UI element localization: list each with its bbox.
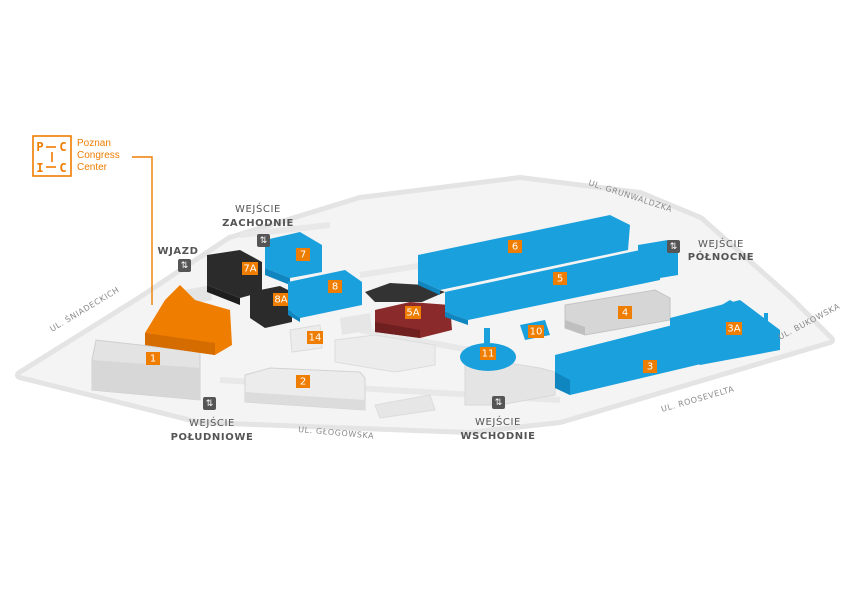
two-way-arrows-icon: ⇅ xyxy=(667,240,680,253)
hall-8-label: 8 xyxy=(332,282,338,293)
hall-7a-marker xyxy=(242,262,258,275)
hall-2-label: 2 xyxy=(300,377,306,388)
hall-3-marker xyxy=(643,360,657,373)
entrance-wschodnie-line1: WEJŚCIE xyxy=(475,415,521,428)
hall-2[interactable]: 2 xyxy=(244,367,366,411)
hall-6[interactable]: 6 xyxy=(418,215,630,295)
svg-text:⇅: ⇅ xyxy=(495,398,503,408)
hall-10-label: 10 xyxy=(530,327,543,338)
hall-5a[interactable]: 5A xyxy=(375,302,452,338)
entrance-wjazd[interactable]: WJAZD ⇅ xyxy=(157,246,198,272)
entrance-zachodnie-line1: WEJŚCIE xyxy=(235,202,281,215)
hall-3a-marker xyxy=(726,322,742,335)
hall-7[interactable]: 7 xyxy=(265,232,322,285)
two-way-arrows-icon: ⇅ xyxy=(492,396,505,409)
entrance-zachodnie[interactable]: WEJŚCIE ZACHODNIE ⇅ xyxy=(222,202,294,247)
hall-10[interactable]: 10 xyxy=(520,320,550,340)
hall-11-label: 11 xyxy=(482,349,495,360)
pcc-building[interactable] xyxy=(145,285,232,355)
hall-5a-label: 5A xyxy=(406,308,419,319)
hall-7a-label: 7A xyxy=(243,264,256,275)
hall-3a[interactable]: 3A xyxy=(670,300,780,365)
entrance-polnocne-line1: WEJŚCIE xyxy=(698,237,744,250)
hall-14-label: 14 xyxy=(309,333,322,344)
logo-mark-2: C xyxy=(59,140,66,154)
hall-11[interactable]: 11 xyxy=(460,328,516,371)
hall-3a-label: 3A xyxy=(727,324,740,335)
entrance-polnocne-line2: PÓŁNOCNE xyxy=(688,250,754,263)
hall-8-marker xyxy=(328,280,342,293)
two-way-arrows-icon: ⇅ xyxy=(257,234,270,247)
entrance-poludniowe-line1: WEJŚCIE xyxy=(189,416,235,429)
hall-1[interactable]: 1 xyxy=(91,339,201,401)
two-way-arrows-icon: ⇅ xyxy=(203,397,216,410)
logo-leader-line xyxy=(132,156,153,305)
hall-5-label: 5 xyxy=(557,274,563,285)
minor-buildings xyxy=(185,285,556,419)
hall-8a-label: 8A xyxy=(274,295,287,306)
entrance-wschodnie-line2: WSCHODNIE xyxy=(460,431,535,442)
logo-line-2: Congress xyxy=(77,150,120,161)
logo-line-1: Poznan xyxy=(77,138,111,149)
svg-text:⇅: ⇅ xyxy=(670,242,678,252)
pcc-logo[interactable]: P C I C Poznan Congress Center xyxy=(32,135,120,177)
hall-5a-marker xyxy=(405,306,421,319)
hall-3-label: 3 xyxy=(647,362,653,373)
entrance-poludniowe[interactable]: ⇅ WEJŚCIE POŁUDNIOWE xyxy=(171,397,254,443)
hall-5[interactable]: 5 xyxy=(445,250,660,325)
entrance-zachodnie-line2: ZACHODNIE xyxy=(222,218,294,229)
hall-8[interactable]: 8 xyxy=(288,270,362,322)
hall-7a[interactable]: 7A xyxy=(207,250,262,305)
hall-1-label: 1 xyxy=(150,354,156,365)
logo-mark-4: C xyxy=(59,161,66,175)
hall-4-marker xyxy=(618,306,632,319)
entrance-wjazd-line1: WJAZD xyxy=(157,246,198,257)
hall-8a[interactable]: 8A xyxy=(250,286,292,328)
hall-1-marker xyxy=(146,352,160,365)
logo-mark-3: I xyxy=(36,161,43,175)
hall-6-marker xyxy=(508,240,522,253)
hall-8a-marker xyxy=(273,293,289,306)
hall-14-marker xyxy=(307,331,323,344)
hall-10-marker xyxy=(528,325,544,338)
entrance-wschodnie[interactable]: ⇅ WEJŚCIE WSCHODNIE xyxy=(460,396,535,442)
hall-7-marker xyxy=(296,248,310,261)
svg-text:⇅: ⇅ xyxy=(260,236,268,246)
svg-text:⇅: ⇅ xyxy=(206,399,214,409)
logo-mark-1: P xyxy=(36,140,43,154)
hall-6-label: 6 xyxy=(512,242,518,253)
entrance-polnocne[interactable]: ⇅ WEJŚCIE PÓŁNOCNE xyxy=(667,237,754,263)
hall-7-label: 7 xyxy=(300,250,306,261)
two-way-arrows-icon: ⇅ xyxy=(178,259,191,272)
entrance-poludniowe-line2: POŁUDNIOWE xyxy=(171,432,254,443)
logo-line-3: Center xyxy=(77,162,108,173)
hall-5-marker xyxy=(553,272,567,285)
hall-11-marker xyxy=(480,347,496,360)
hall-2-marker xyxy=(296,375,310,388)
svg-text:⇅: ⇅ xyxy=(181,261,189,271)
hall-14[interactable]: 14 xyxy=(307,331,323,344)
hall-4-label: 4 xyxy=(622,308,628,319)
